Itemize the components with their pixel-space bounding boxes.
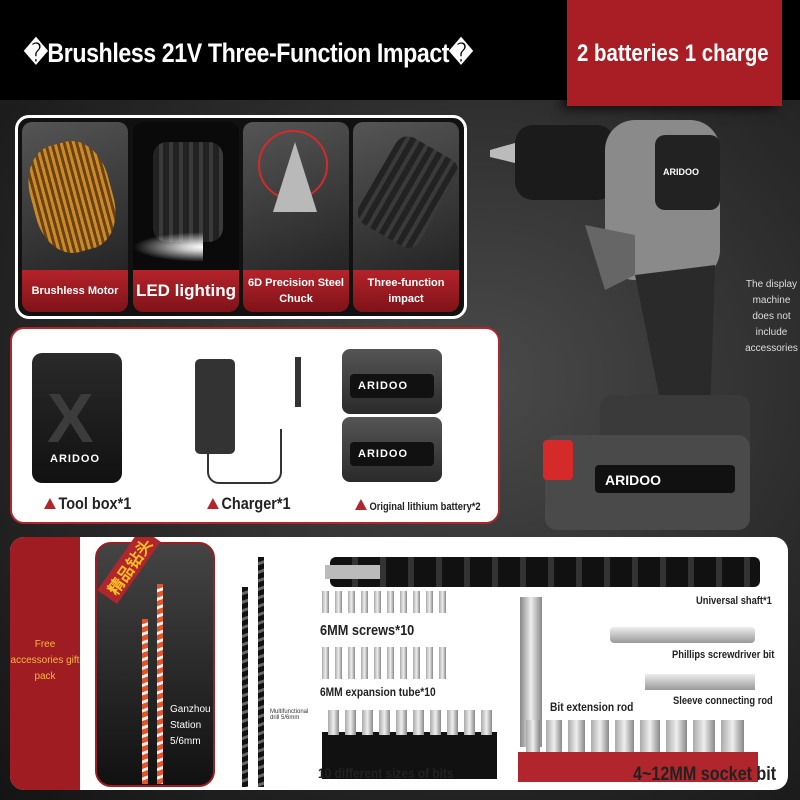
feature-label: 6D Precision Steel Chuck (243, 270, 349, 312)
phillips-bit-label: Phillips screwdriver bit (672, 649, 775, 661)
battery-image: ARIDOO (342, 417, 442, 482)
socket-holder (518, 752, 758, 782)
black-drill-bit (258, 557, 264, 787)
battery-tag-label: 2 batteries 1 charge (577, 40, 769, 67)
brand-logo: ARIDOO (50, 453, 100, 465)
clutch-ring-image (353, 131, 459, 253)
bit-set-holder (322, 732, 497, 779)
feature-card-impact: Three-function impact (353, 122, 459, 312)
accessories-panel: Free accessories gift pack 精品钻头 Ganzhou … (10, 537, 788, 790)
charger-cord (207, 429, 282, 484)
gift-pack-strip: Free accessories gift pack (10, 537, 80, 790)
battery-brand: ARIDOO (605, 472, 661, 488)
drill-bit-box: 精品钻头 Ganzhou Station 5/6mm (95, 537, 215, 787)
page-title: �Brushless 21V Three-Function Impact� (24, 38, 473, 68)
multi-drill-label: Multifunctional drill 5/6mm (270, 709, 309, 721)
motor-image (22, 133, 125, 261)
feature-card-motor: Brushless Motor (22, 122, 128, 312)
feature-label: LED lighting (133, 270, 239, 312)
socket-set-image (526, 720, 744, 753)
screws-image (322, 591, 446, 613)
charger-label: Charger*1 (207, 494, 291, 514)
toolbox-label: Tool box*1 (44, 494, 131, 514)
black-drill-bit (242, 587, 248, 787)
socket-bit-label: 4~12MM socket bit (633, 764, 777, 785)
universal-shaft-image (325, 557, 760, 587)
led-light-image (133, 232, 203, 262)
gift-pack-label: Free accessories gift pack (10, 639, 80, 682)
chuck-tip-image (273, 142, 317, 212)
sleeve-rod-label: Sleeve connecting rod (673, 695, 773, 707)
drill-bit (142, 619, 148, 784)
brand-logo: ARIDOO (358, 448, 408, 460)
extension-rod-label: Bit extension rod (550, 700, 634, 714)
drill-box-label: Ganzhou Station 5/6mm (170, 704, 211, 747)
triangle-icon (355, 499, 367, 510)
toolbox-image: X ARIDOO (32, 353, 122, 483)
bits-label: 10 different sizes of bits (318, 765, 454, 781)
phillips-bit-image (610, 627, 755, 643)
drill-brand: ARIDOO (663, 167, 699, 177)
triangle-icon (44, 498, 56, 509)
battery-label: Original lithium battery*2 (355, 499, 481, 513)
premium-bit-tag: 精品钻头 (97, 537, 161, 605)
bit-set-image (328, 710, 492, 735)
drill-bit (157, 584, 163, 784)
brand-logo: ARIDOO (358, 380, 408, 392)
disclaimer-note: The display machine does not include acc… (745, 279, 798, 354)
sleeve-rod-image (645, 674, 755, 690)
package-panel: X ARIDOO ARIDOO ARIDOO Tool box*1 Charge… (10, 327, 500, 524)
feature-label: Three-function impact (353, 270, 459, 312)
triangle-icon (207, 498, 219, 509)
battery-tag: 2 batteries 1 charge (567, 0, 782, 106)
expansion-tube-label: 6MM expansion tube*10 (320, 685, 436, 699)
feature-card-led: LED lighting (133, 122, 239, 312)
chuck-image (153, 142, 223, 242)
feature-label: Brushless Motor (22, 270, 128, 312)
screws-label: 6MM screws*10 (320, 622, 415, 639)
drill-image: ARIDOO ARIDOO (490, 120, 750, 530)
features-panel: Brushless Motor LED lighting 6D Precisio… (15, 115, 467, 319)
battery-image: ARIDOO (342, 349, 442, 414)
charger-plug (295, 357, 301, 407)
expansion-tubes-image (322, 647, 446, 679)
extension-rod-image (520, 597, 542, 747)
feature-card-chuck: 6D Precision Steel Chuck (243, 122, 349, 312)
universal-shaft-label: Universal shaft*1 (696, 595, 772, 607)
